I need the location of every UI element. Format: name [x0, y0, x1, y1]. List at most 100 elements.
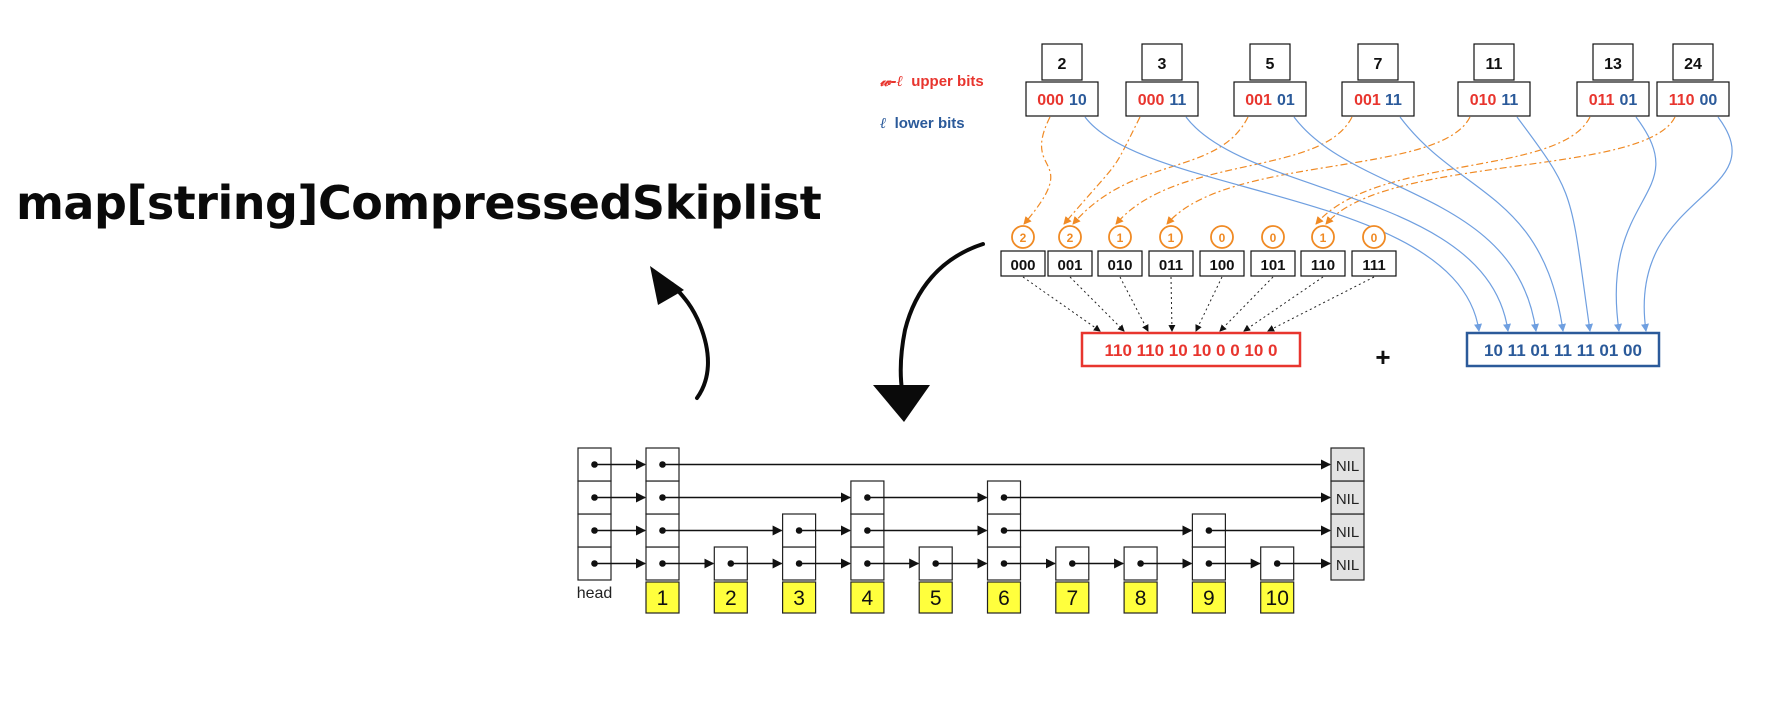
node-key-box [850, 581, 885, 614]
nil-label: NIL [1336, 557, 1359, 574]
skiplist-node: 4 [850, 480, 885, 614]
bucket-count: 0 [1270, 231, 1277, 245]
bucket-label: 111 [1362, 257, 1385, 274]
node-key: 10 [1266, 587, 1289, 610]
value-box: 2 000 10 [1025, 43, 1099, 117]
lower-bits: 10 [1069, 92, 1087, 109]
bucket-label: 010 [1107, 257, 1132, 274]
bucket-count: 1 [1117, 231, 1124, 245]
lower-bits: 01 [1620, 92, 1638, 109]
nil-cell [1330, 513, 1365, 548]
nil-cell [1330, 480, 1365, 515]
node-key-box [1055, 581, 1090, 614]
node-key-box [986, 581, 1022, 614]
bucket-count: 2 [1067, 231, 1074, 245]
node-key: 8 [1135, 587, 1147, 610]
pointer-dot [1137, 560, 1144, 567]
lower-bits-mapping-arrow [1084, 116, 1482, 332]
nil-label: NIL [1336, 524, 1359, 541]
svg-text:𝓌-ℓ upper bits: 𝓌-ℓ upper bits [880, 72, 984, 90]
upper-bits-mapping-arrow [1023, 116, 1052, 225]
value-label: 3 [1158, 56, 1167, 73]
bucket-label: 000 [1010, 257, 1035, 274]
bucket: 1 010 [1097, 225, 1143, 277]
plus-sign: + [1375, 342, 1390, 372]
lower-bits: 11 [1169, 92, 1186, 109]
skiplist-node: 2 [713, 546, 748, 614]
node-key: 4 [862, 587, 874, 610]
value-label: 2 [1058, 56, 1067, 73]
value-label: 24 [1684, 56, 1702, 73]
bucket-count: 0 [1219, 231, 1226, 245]
bucket-count: 2 [1020, 231, 1027, 245]
upper-bits: 001 [1245, 92, 1272, 109]
legend: 𝓌-ℓ upper bits ℓ lower bits [880, 72, 984, 132]
svg-text:ℓ lower bits: ℓ lower bits [880, 114, 965, 132]
node-key-box [1191, 581, 1227, 614]
lower-bits: 11 [1501, 92, 1518, 109]
value-label: 5 [1266, 56, 1275, 73]
bucket-label: 101 [1260, 257, 1285, 274]
pointer-dot [1205, 560, 1213, 567]
bucket: 0 101 [1250, 225, 1296, 277]
lower-bits-mapping-arrow [1399, 116, 1566, 332]
diagram-title: map[string]CompressedSkiplist [16, 176, 822, 230]
skiplist-node: 8 [1123, 546, 1158, 614]
lower-bits-mapping-arrow [1516, 116, 1593, 332]
upper-encoding: 110 110 10 10 0 0 10 0 [1080, 331, 1302, 368]
bucket-to-upper-arrow [1022, 276, 1101, 332]
upper-bits-mapping-arrow [1072, 116, 1249, 225]
upper-bits: 000 [1138, 92, 1165, 109]
node-key-box [713, 581, 748, 614]
bucket-count: 1 [1320, 231, 1327, 245]
upper-bits: 000 [1037, 92, 1064, 109]
lower-bits-mapping-arrow [1185, 116, 1511, 332]
pointer-dot [1205, 527, 1213, 534]
skiplist-node: 5 [918, 546, 953, 614]
node-key-box [1260, 581, 1295, 614]
split-bits: 000 10 [1037, 92, 1087, 109]
node-key-box [1123, 581, 1158, 614]
nil-cell [1330, 447, 1365, 482]
bucket-count: 0 [1371, 231, 1378, 245]
node-key: 6 [998, 587, 1010, 610]
node-key-box [918, 581, 953, 614]
nil-label: NIL [1336, 458, 1359, 475]
node-key-box [645, 581, 680, 614]
hand-drawn-down-arrow [873, 242, 985, 422]
bucket-to-upper-arrow [1168, 276, 1176, 332]
bucket-label: 011 [1159, 257, 1183, 274]
bucket-label: 001 [1057, 257, 1082, 274]
lower-bits-mapping-arrow [1293, 116, 1539, 332]
node-key-box [781, 581, 817, 614]
lower-encoding: 10 11 01 11 11 01 00 [1465, 331, 1661, 368]
bucket-label: 110 [1311, 257, 1335, 274]
bucket-count: 1 [1168, 231, 1175, 245]
upper-bits-label: upper bits [911, 73, 984, 90]
bucket-to-upper-arrow [1243, 276, 1324, 332]
bucket: 0 111 [1351, 225, 1397, 277]
upper-bits: 010 [1470, 92, 1497, 109]
skiplist-node: 7 [1055, 546, 1090, 614]
lower-bits-mapping-arrow [1641, 116, 1733, 332]
value-label: 13 [1604, 56, 1622, 73]
upper-bits-mapping-arrow [1315, 116, 1591, 225]
node-key: 5 [930, 587, 942, 610]
value-label: 11 [1486, 56, 1503, 73]
upper-bits-symbol: 𝓌-ℓ [880, 72, 903, 90]
